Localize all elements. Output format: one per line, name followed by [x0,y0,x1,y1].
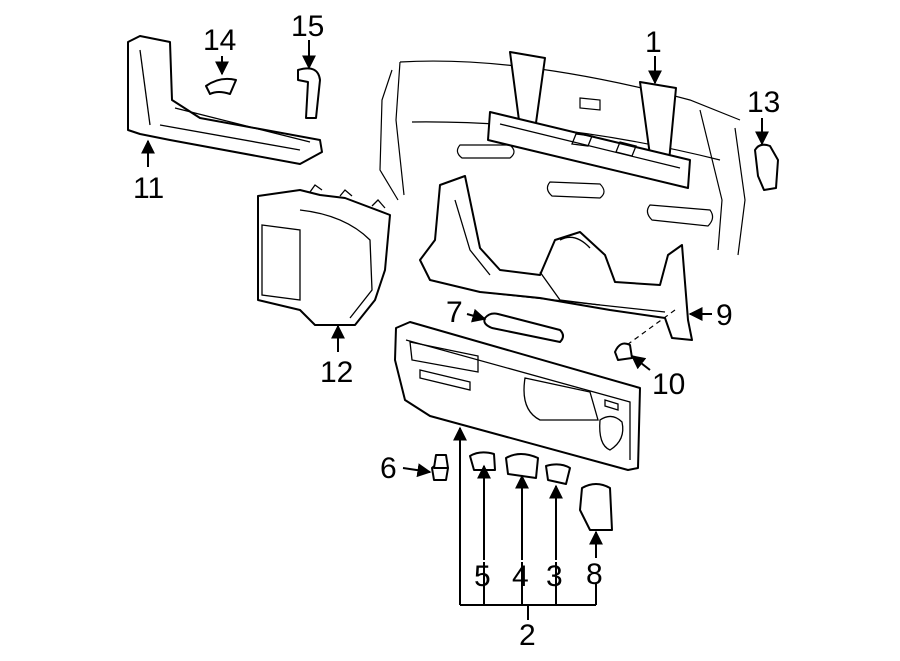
callout-1: 1 [645,26,662,59]
trim-clip-small [205,77,237,95]
sill-pillar-trim [127,35,323,165]
leader-lines [141,40,769,620]
rear-lower-trim-panel [419,175,693,341]
callout-3: 3 [546,560,563,593]
callout-11: 11 [133,172,164,205]
side-trim-panel [257,184,391,326]
callout-5: 5 [474,560,491,593]
callout-12: 12 [320,356,353,389]
switch-bezel [545,463,571,485]
callout-13: 13 [747,86,780,119]
callout-15: 15 [291,10,324,43]
callout-10: 10 [652,368,685,401]
callout-14: 14 [203,24,236,57]
door-handle-bezel [505,453,539,479]
callout-8: 8 [586,558,603,591]
callout-7: 7 [446,296,463,329]
callout-9: 9 [716,299,733,332]
callout-4: 4 [512,560,529,593]
push-pin [431,454,449,481]
upper-trim-panel [487,51,691,189]
dashed-leader-10 [619,309,676,351]
trim-strip [483,312,564,343]
callout-6: 6 [380,452,397,485]
lower-trim-panel [394,321,641,471]
small-bezel [469,451,496,471]
speaker-grille [579,483,613,531]
trim-bracket [297,67,321,119]
retainer-bracket [754,143,779,191]
trim-clip [614,342,633,361]
callout-2: 2 [519,619,536,652]
